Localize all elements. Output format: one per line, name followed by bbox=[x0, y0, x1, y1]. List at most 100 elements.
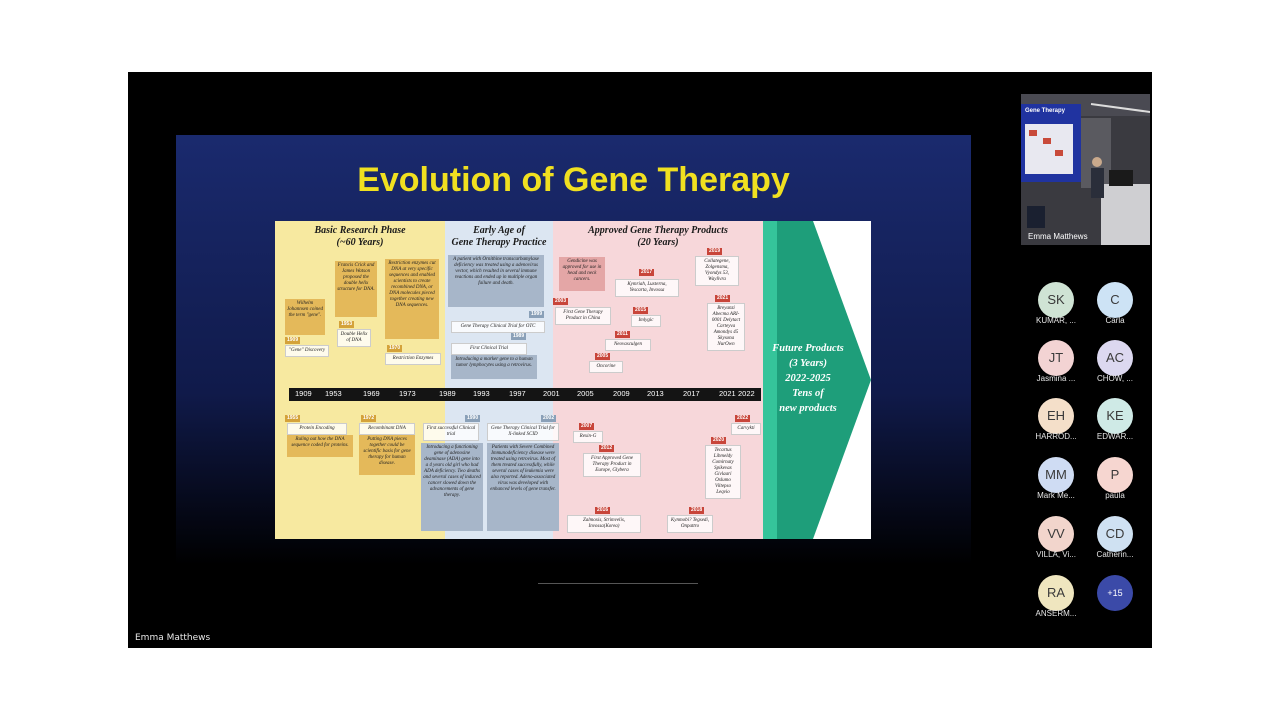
timeline-figure: Basic Research Phase (~60 Years) Early A… bbox=[275, 221, 871, 539]
note-ornithine: A patient with Ornithine transcarbamylas… bbox=[448, 255, 544, 307]
event-label-2005: 2005 bbox=[595, 353, 611, 360]
future-products-text: Future Products (3 Years) 2022-2025 Tens… bbox=[772, 343, 844, 414]
event-label-2016: 2016 bbox=[595, 507, 611, 514]
more-participants-button[interactable]: +15 bbox=[1097, 575, 1133, 611]
video-participant-name: Emma Matthews bbox=[1028, 232, 1088, 241]
event-zalmoxis: Zalmoxis, Strimvelis, Invossa(Korea) bbox=[567, 515, 641, 533]
event-label-2002: 2002 bbox=[541, 415, 557, 422]
axis-year: 1997 bbox=[509, 389, 526, 398]
event-carvykti: Carvykti bbox=[731, 423, 761, 435]
event-otc-trial: Gene Therapy Clinical Trial for OTC bbox=[451, 321, 545, 333]
axis-year: 2005 bbox=[577, 389, 594, 398]
event-oncorine: Oncorine bbox=[589, 361, 623, 373]
avatar[interactable]: JT bbox=[1038, 340, 1074, 376]
note-scid: Patients with Severe Combined Immunodefi… bbox=[487, 443, 559, 531]
note-putting-dna: Putting DNA pieces together could be sci… bbox=[359, 435, 415, 475]
event-first-clinical-trial: First Clinical Trial bbox=[451, 343, 527, 355]
event-label-1990: 1990 bbox=[465, 415, 481, 422]
axis-year: 2022 bbox=[738, 389, 755, 398]
event-label-2017: 2017 bbox=[639, 269, 655, 276]
event-imlygic: Imlygic bbox=[631, 315, 661, 327]
avatar[interactable]: P bbox=[1097, 457, 1133, 493]
participant-name: KUMAR, ... bbox=[1035, 316, 1076, 325]
event-label-1989: 1989 bbox=[511, 333, 527, 340]
axis-year: 2013 bbox=[647, 389, 664, 398]
axis-year: 1909 bbox=[295, 389, 312, 398]
event-double-helix: Double Helix of DNA bbox=[337, 329, 371, 347]
participant-name: VILLA, Vi... bbox=[1036, 550, 1076, 559]
participant-name: ANSERM... bbox=[1035, 609, 1077, 618]
avatar[interactable]: EH bbox=[1038, 398, 1074, 434]
event-label-2022: 2022 bbox=[735, 415, 751, 422]
note-restriction-enzymes: Restriction enzymes cut DNA at very spec… bbox=[385, 259, 439, 339]
presenter-name: Emma Matthews bbox=[135, 633, 211, 643]
event-label-2003: 2003 bbox=[553, 298, 569, 305]
event-label-2012: 2012 bbox=[599, 445, 615, 452]
event-collategene: Collategene, Zolgensma, Vyondys 53, Wayl… bbox=[695, 256, 739, 286]
event-restriction-enzymes: Restriction Enzymes bbox=[385, 353, 441, 365]
event-label-2020: 2020 bbox=[711, 437, 727, 444]
room-video-feed bbox=[1021, 94, 1150, 245]
event-label-2007: 2007 bbox=[579, 423, 595, 430]
timeline-axis bbox=[289, 388, 761, 401]
axis-year: 2017 bbox=[683, 389, 700, 398]
event-label-1955: 1955 bbox=[285, 415, 301, 422]
event-label-2018: 2018 bbox=[689, 507, 705, 514]
phase-early-heading: Early Age of Gene Therapy Practice bbox=[451, 225, 547, 248]
note-ruling-out: Ruling out how the DNA sequence coded fo… bbox=[287, 435, 353, 457]
avatar[interactable]: AC bbox=[1097, 340, 1133, 376]
event-label-1953: 1953 bbox=[339, 321, 355, 328]
event-label-2015: 2015 bbox=[633, 307, 649, 314]
note-crick-watson: Francis Crick and James Watson proposed … bbox=[335, 261, 377, 317]
event-label-1999: 1999 bbox=[529, 311, 545, 318]
participant-name: Mark Me... bbox=[1037, 491, 1075, 500]
avatar[interactable]: MM bbox=[1038, 457, 1074, 493]
event-label-2021: 2021 bbox=[715, 295, 731, 302]
event-protein-encoding: Protein Encoding bbox=[287, 423, 347, 435]
avatar[interactable]: RA bbox=[1038, 575, 1074, 611]
participant-name: CHOW, ... bbox=[1097, 374, 1133, 383]
axis-year: 1953 bbox=[325, 389, 342, 398]
phase-basic-heading: Basic Research Phase (~60 Years) bbox=[314, 225, 406, 248]
axis-year: 2021 bbox=[719, 389, 736, 398]
phase-approved-heading: Approved Gene Therapy Products (20 Years… bbox=[588, 225, 728, 248]
slide-progress-line bbox=[538, 583, 698, 584]
event-kymriah: Kymriah, Luxterna, Yescarta, Invossa bbox=[615, 279, 679, 297]
axis-year: 2001 bbox=[543, 389, 560, 398]
event-gene-discovery: "Gene" Discovery bbox=[285, 345, 329, 357]
avatar[interactable]: C bbox=[1097, 282, 1133, 318]
participant-name: Jasmina ... bbox=[1036, 374, 1076, 383]
axis-year: 1989 bbox=[439, 389, 456, 398]
participant-name: EDWAR... bbox=[1096, 432, 1134, 441]
axis-year: 1993 bbox=[473, 389, 490, 398]
event-first-successful-trial: First successful Clinical trial bbox=[423, 423, 479, 441]
participant-name: paula bbox=[1105, 491, 1125, 500]
event-first-product-china: First Gene Therapy Product in China bbox=[555, 307, 611, 325]
slide-title: Evolution of Gene Therapy bbox=[357, 161, 790, 199]
event-tecartus: Tecartus Libmeldy Comirnaty Spikevax Giv… bbox=[705, 445, 741, 499]
event-rexin-g: Rexin-G bbox=[573, 431, 603, 443]
video-slide-label: Gene Therapy bbox=[1025, 108, 1066, 114]
axis-year: 1973 bbox=[399, 389, 416, 398]
participant-name: Catherin... bbox=[1096, 550, 1134, 559]
event-label-2011: 2011 bbox=[615, 331, 630, 338]
event-scid-trial: Gene Therapy Clinical Trial for X-linked… bbox=[487, 423, 559, 441]
avatar[interactable]: CD bbox=[1097, 516, 1133, 552]
avatar[interactable]: KE bbox=[1097, 398, 1133, 434]
event-neovasculgen: Neovasculgen bbox=[605, 339, 651, 351]
event-label-2019: 2019 bbox=[707, 248, 723, 255]
event-breyanzi: Breyanzi Abecma ARI-0001 Delytact Cartey… bbox=[707, 303, 745, 351]
note-marker-gene: Introducing a marker gene to a human tum… bbox=[451, 355, 537, 379]
avatar[interactable]: SK bbox=[1038, 282, 1074, 318]
presenter-video-tile[interactable]: Gene Therapy Emma Matthews bbox=[1021, 94, 1150, 245]
event-label-1909: 1909 bbox=[285, 337, 301, 344]
avatar[interactable]: VV bbox=[1038, 516, 1074, 552]
axis-year: 1969 bbox=[363, 389, 380, 398]
note-ada: Introducing a functioning gene of adenos… bbox=[421, 443, 483, 531]
event-label-1970: 1970 bbox=[387, 345, 403, 352]
event-recombinant-dna: Recombinant DNA bbox=[359, 423, 415, 435]
meeting-stage: Evolution of Gene Therapy Basic Research… bbox=[128, 72, 1152, 648]
future-arrow-shape bbox=[763, 221, 871, 539]
note-wilhelm: Wilhelm Johannsen coined the term "gene"… bbox=[285, 299, 325, 335]
note-gendicine: Gendicine was approved for use in head a… bbox=[559, 257, 605, 291]
